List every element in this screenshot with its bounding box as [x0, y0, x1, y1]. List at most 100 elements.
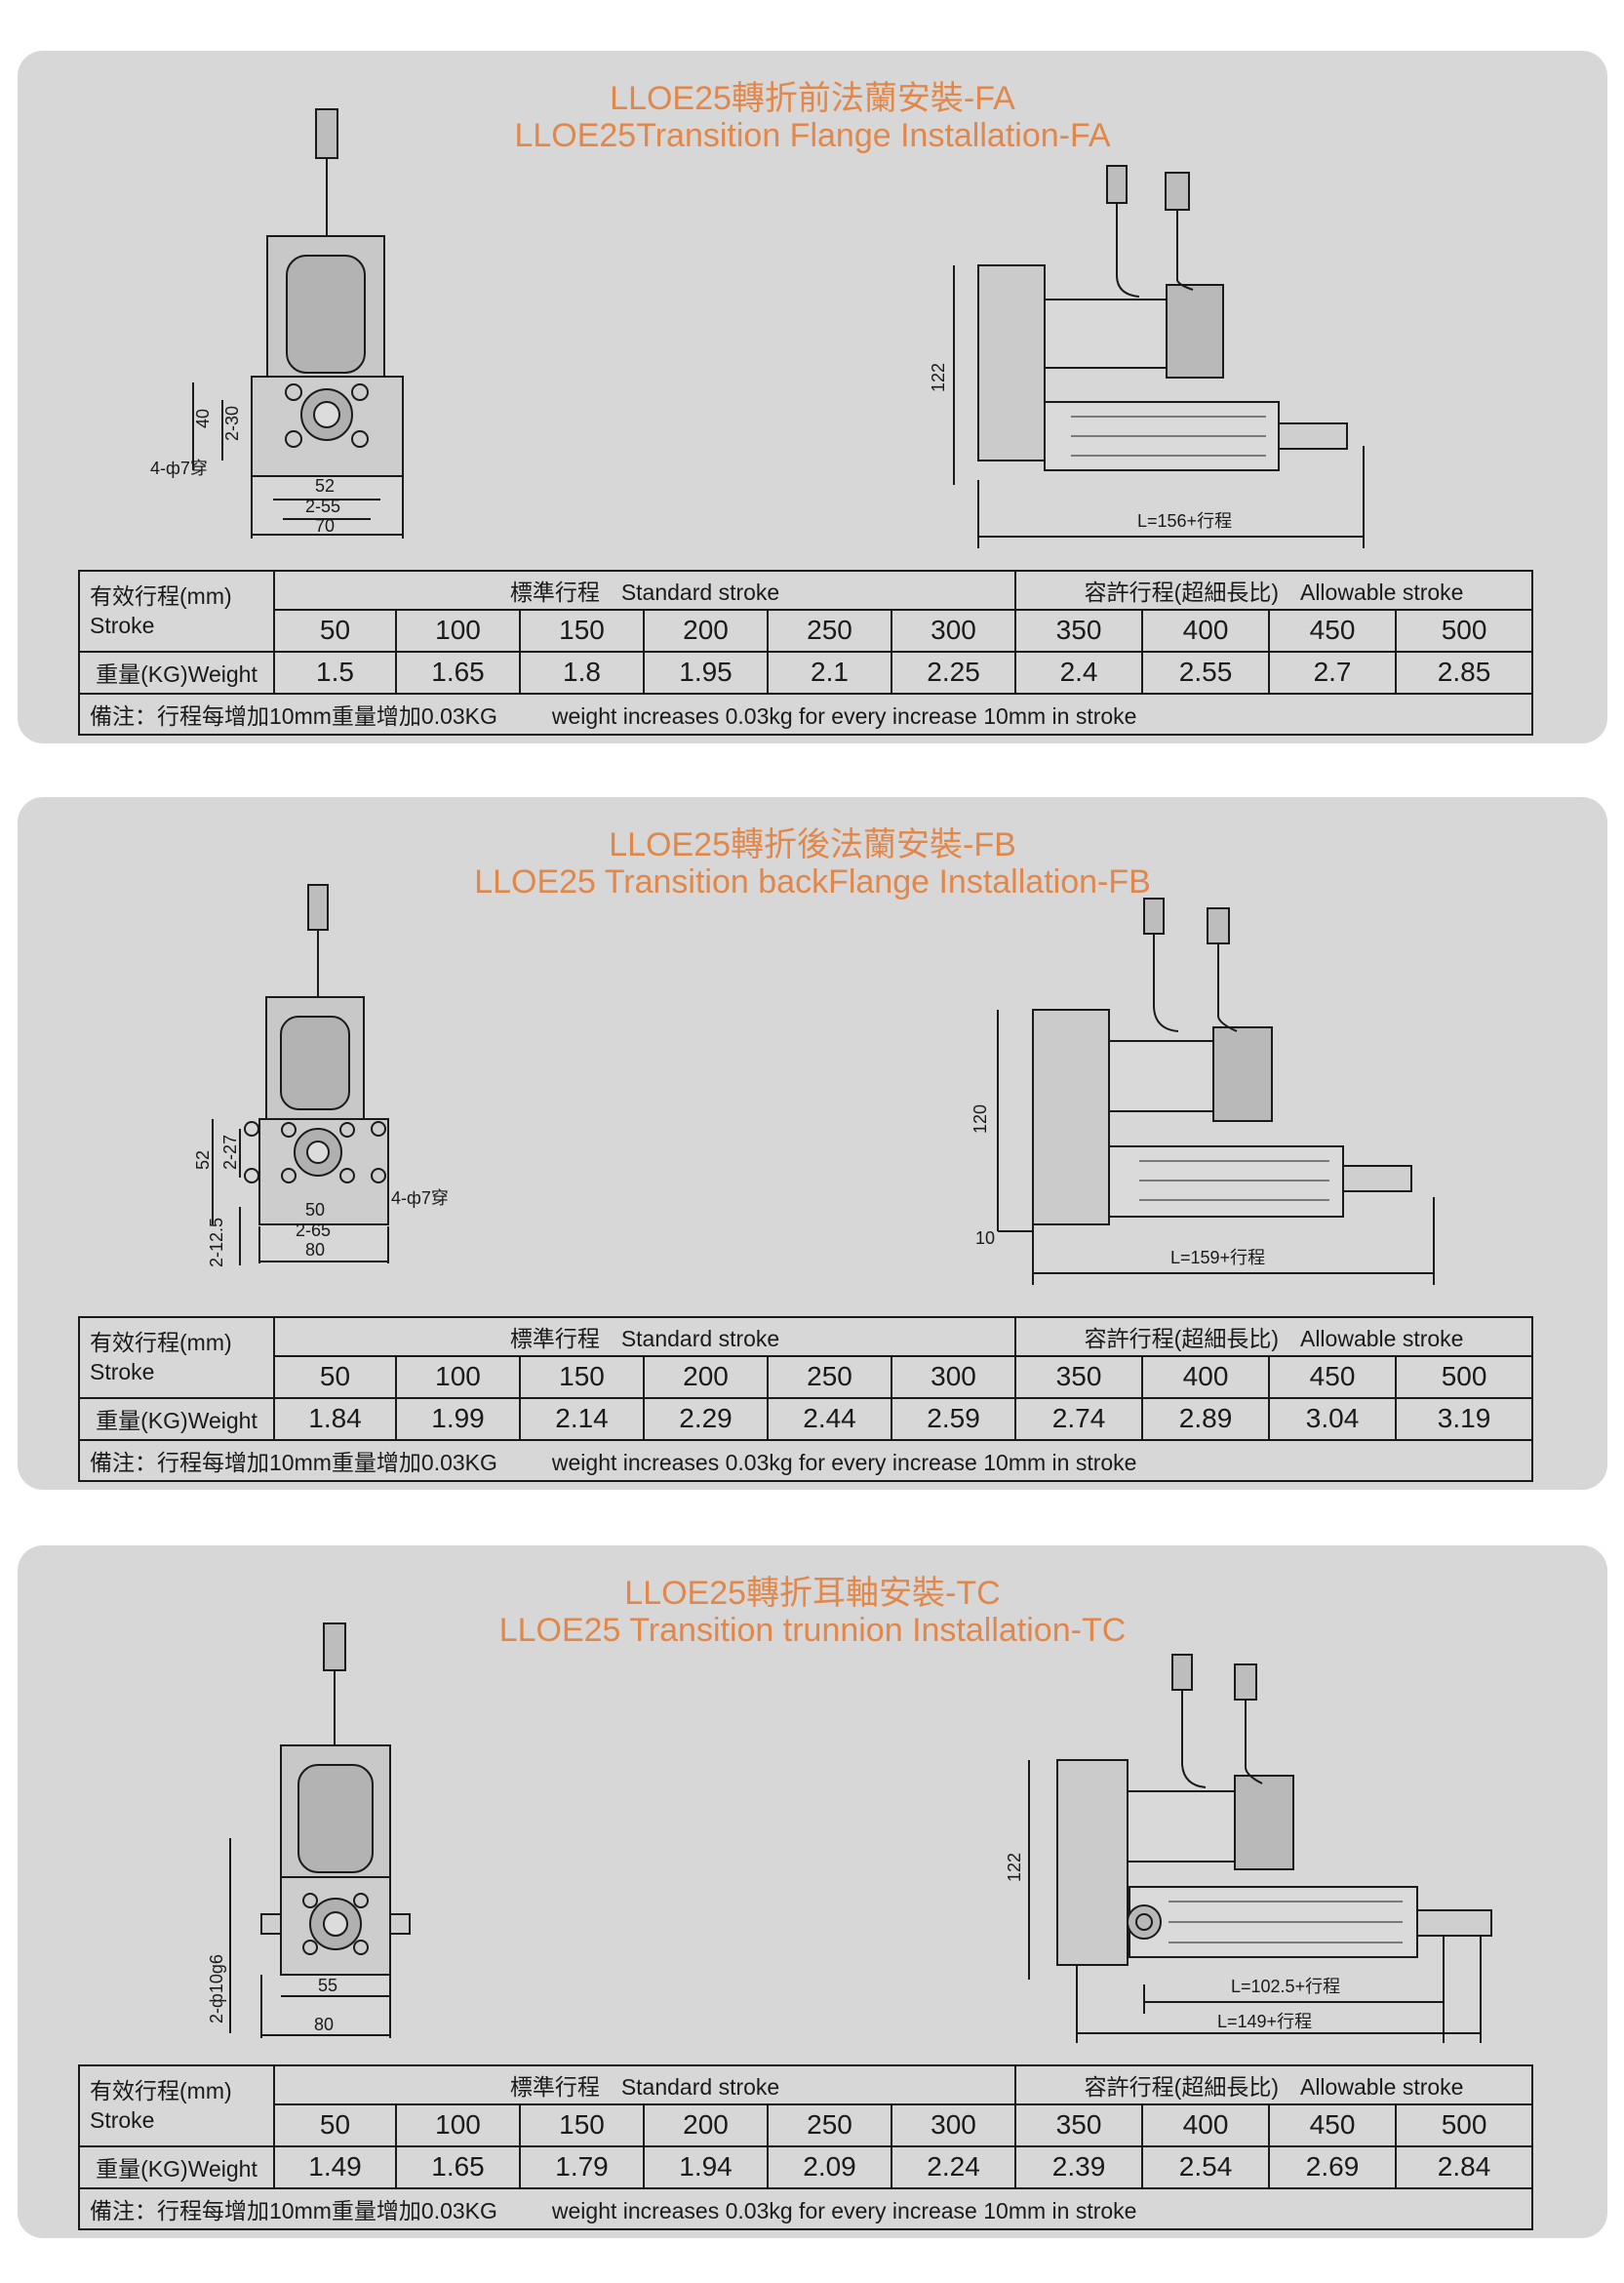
weight-value: 1.65 — [395, 650, 521, 695]
weight-label: 重量(KG)Weight — [78, 650, 275, 695]
stroke-value: 100 — [395, 1354, 521, 1399]
weight-value: 1.95 — [643, 650, 769, 695]
push-rod — [1416, 1909, 1492, 1937]
weight-value: 2.59 — [890, 1396, 1017, 1441]
stroke-value: 100 — [395, 2103, 521, 2147]
weight-value: 2.39 — [1014, 2144, 1144, 2189]
weight-value: 1.84 — [273, 1396, 397, 1441]
title-en: LLOE25Transition Flange Installation-FA — [514, 117, 1111, 154]
weight-value: 2.69 — [1268, 2144, 1398, 2189]
weight-value: 1.5 — [273, 650, 397, 695]
connector-plug — [323, 1622, 346, 1671]
side-body — [1056, 1759, 1129, 1966]
stroke-value: 150 — [519, 1354, 645, 1399]
technical-drawing: 2-ф10g6 55 80 122 L=102.5+行程 L=149+行程 — [207, 1622, 1492, 2043]
weight-value: 2.09 — [767, 2144, 892, 2189]
dim-52: 52 — [315, 476, 335, 496]
weight-value: 1.79 — [519, 2144, 645, 2189]
dim-52: 52 — [193, 1150, 213, 1170]
dim-2-12-5: 2-12.5 — [207, 1218, 226, 1267]
dim-side-height: 122 — [1005, 1853, 1024, 1882]
stroke-value: 450 — [1268, 2103, 1398, 2147]
weight-value: 3.04 — [1268, 1396, 1398, 1441]
connector-plug — [315, 108, 338, 159]
technical-drawing: 52 2-27 4-ф7穿 50 2-65 80 2-12.5 120 10 L… — [193, 884, 1435, 1285]
stroke-header: 有效行程(mm)Stroke — [78, 570, 275, 653]
weight-value: 2.14 — [519, 1396, 645, 1441]
weight-value: 2.84 — [1395, 2144, 1534, 2189]
weight-value: 1.65 — [395, 2144, 521, 2189]
dim-trunnion-dia: 2-ф10g6 — [207, 1954, 226, 2023]
allowable-stroke-header: 容許行程(超細長比)Allowable stroke — [1014, 2064, 1534, 2105]
weight-value: 2.74 — [1014, 1396, 1144, 1441]
dim-side-length: L=159+行程 — [1170, 1248, 1265, 1267]
dim-2-30: 2-30 — [222, 406, 242, 441]
side-flange — [1032, 1009, 1110, 1225]
weight-label: 重量(KG)Weight — [78, 1396, 275, 1441]
dim-2-27: 2-27 — [220, 1135, 240, 1170]
weight-value: 2.44 — [767, 1396, 892, 1441]
dim-80: 80 — [314, 2015, 334, 2034]
stroke-value: 150 — [519, 608, 645, 653]
stroke-header: 有效行程(mm)Stroke — [78, 2064, 275, 2147]
dim-side-length-1: L=102.5+行程 — [1231, 1977, 1340, 1996]
stroke-value: 450 — [1268, 608, 1398, 653]
title-en: LLOE25 Transition backFlange Installatio… — [474, 863, 1151, 901]
weight-value: 2.55 — [1141, 650, 1271, 695]
dim-holes: 4-ф7穿 — [391, 1188, 449, 1208]
dim-2-55: 2-55 — [305, 497, 340, 516]
side-flange — [977, 264, 1046, 461]
title-cn: LLOE25轉折耳軸安裝-TC — [624, 1575, 1001, 1612]
dim-2-65: 2-65 — [296, 1221, 331, 1240]
stroke-value: 250 — [767, 1354, 892, 1399]
weight-value: 1.94 — [643, 2144, 769, 2189]
dim-side-bottom: 10 — [975, 1228, 995, 1248]
dim-50: 50 — [305, 1200, 325, 1220]
weight-value: 2.4 — [1014, 650, 1144, 695]
stroke-value: 350 — [1014, 2103, 1144, 2147]
dim-side-height: 120 — [970, 1104, 990, 1134]
weight-value: 1.49 — [273, 2144, 397, 2189]
title-en: LLOE25 Transition trunnion Installation-… — [498, 1612, 1127, 1649]
weight-value: 2.25 — [890, 650, 1017, 695]
dim-55: 55 — [318, 1976, 337, 1995]
dim-holes: 4-ф7穿 — [150, 459, 208, 478]
stroke-value: 300 — [890, 1354, 1017, 1399]
allowable-stroke-header: 容許行程(超細長比)Allowable stroke — [1014, 570, 1534, 611]
push-rod — [1278, 422, 1348, 450]
stroke-value: 200 — [643, 608, 769, 653]
weight-value: 2.1 — [767, 650, 892, 695]
trunnion-pin — [1127, 1904, 1162, 1940]
weight-value: 1.8 — [519, 650, 645, 695]
stroke-header: 有效行程(mm)Stroke — [78, 1316, 275, 1399]
panel-fa: LLOE25轉折前法蘭安裝-FA LLOE25Transition Flange… — [18, 51, 1607, 743]
weight-value: 2.54 — [1141, 2144, 1271, 2189]
weight-value: 1.99 — [395, 1396, 521, 1441]
stroke-value: 400 — [1141, 608, 1271, 653]
dim-side-length-2: L=149+行程 — [1217, 2012, 1312, 2031]
dim-40: 40 — [193, 409, 213, 428]
allowable-stroke-header: 容許行程(超細長比)Allowable stroke — [1014, 1316, 1534, 1357]
weight-value: 2.7 — [1268, 650, 1398, 695]
weight-value: 2.24 — [890, 2144, 1017, 2189]
weight-value: 2.89 — [1141, 1396, 1271, 1441]
stroke-value: 250 — [767, 608, 892, 653]
connector-plug — [307, 884, 329, 931]
weight-value: 3.19 — [1395, 1396, 1534, 1441]
dim-side-height: 122 — [929, 363, 948, 392]
dim-side-length: L=156+行程 — [1137, 511, 1232, 531]
dim-80: 80 — [305, 1240, 325, 1260]
stroke-value: 150 — [519, 2103, 645, 2147]
technical-drawing: 40 2-30 4-ф7穿 52 2-55 70 122 L=156+行程 — [150, 108, 1365, 548]
cylinder-tube — [1108, 1145, 1344, 1218]
stroke-value: 300 — [890, 608, 1017, 653]
weight-value: 2.29 — [643, 1396, 769, 1441]
